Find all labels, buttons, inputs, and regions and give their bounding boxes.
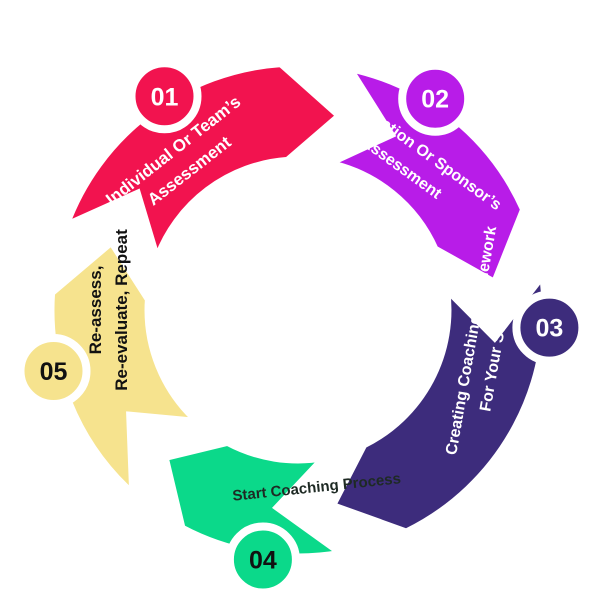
step-01-badge [127,59,202,134]
step-badges: 01 02 03 04 05 [16,59,587,597]
step-04-number: 04 [249,547,277,575]
step-03-arrow [327,266,549,536]
step-05-badge [16,334,91,408]
step-03-number: 03 [535,315,563,343]
step-05-label-line: Re-evaluate, Repeat [112,229,131,391]
step-03-badge [512,290,587,365]
cycle-arcs [47,60,549,561]
step-02-number: 02 [421,86,449,114]
step-05-label-line: Re-assess, [86,266,105,355]
step-04-badge [225,522,300,597]
step-05-label: Re-assess, Re-evaluate, Repeat [86,229,131,391]
step-02-badge [398,61,473,136]
step-05-arrow [47,236,208,502]
step-05-number: 05 [40,358,68,386]
step-01-number: 01 [151,83,179,111]
step-01-arrow [59,60,345,270]
